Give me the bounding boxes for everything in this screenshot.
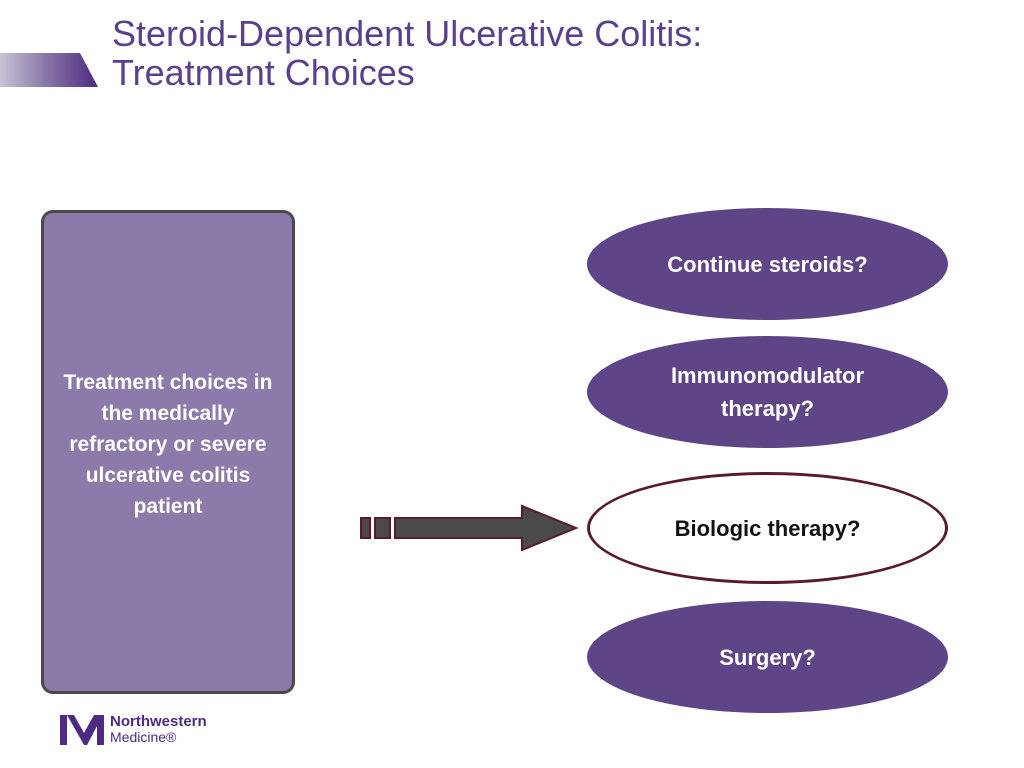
arrow-tail-block-2 xyxy=(374,517,391,539)
option-immunomodulator-therapy: Immunomodulator therapy? xyxy=(587,336,948,448)
slide-title: Steroid-Dependent Ulcerative Colitis: Tr… xyxy=(112,14,992,92)
northwestern-medicine-logo: Northwestern Medicine® xyxy=(60,714,207,745)
logo-line2: Medicine® xyxy=(110,729,177,745)
nm-logo-icon xyxy=(60,714,104,745)
arrow-right-icon xyxy=(360,504,579,551)
slide-title-line2: Treatment Choices xyxy=(112,52,415,93)
option-surgery: Surgery? xyxy=(587,601,948,713)
option-label: Continue steroids? xyxy=(667,251,868,277)
option-continue-steroids: Continue steroids? xyxy=(587,208,948,320)
arrow-body xyxy=(394,504,579,551)
arrow-tail-block-1 xyxy=(360,517,371,539)
slide-title-line1: Steroid-Dependent Ulcerative Colitis: xyxy=(112,13,703,54)
option-label: Immunomodulator therapy? xyxy=(670,363,865,421)
option-biologic-therapy: Biologic therapy? xyxy=(587,472,948,584)
title-accent-bar xyxy=(0,53,98,87)
treatment-context-text: Treatment choices in the medically refra… xyxy=(63,370,273,518)
logo-line1: Northwestern xyxy=(110,713,207,730)
treatment-context-box: Treatment choices in the medically refra… xyxy=(41,210,295,694)
option-label: Biologic therapy? xyxy=(674,515,861,541)
option-label: Surgery? xyxy=(719,644,816,670)
